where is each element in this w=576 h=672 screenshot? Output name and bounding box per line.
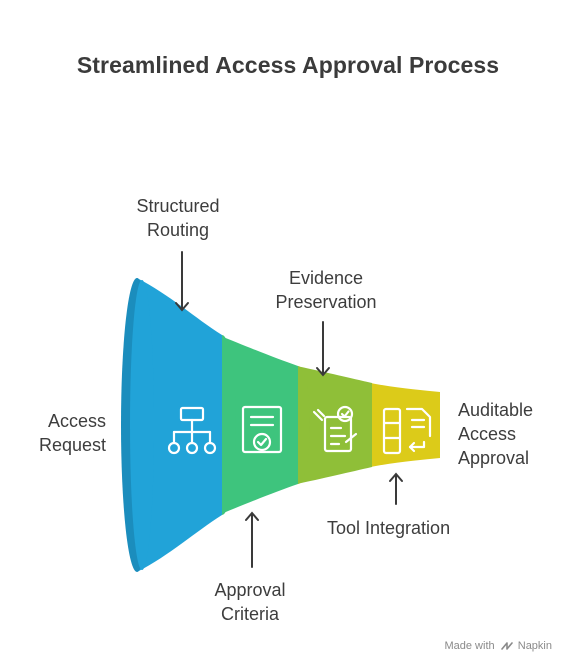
- funnel-segment-access-request: [121, 278, 222, 572]
- arrow-structured-routing: [175, 251, 189, 312]
- document-return-icon: [382, 407, 432, 455]
- label-approval-criteria: Approval Criteria: [214, 580, 286, 624]
- page-title: Streamlined Access Approval Process: [76, 52, 500, 78]
- arrow-tool-integration: [389, 472, 403, 505]
- arrow-evidence-preservation: [316, 321, 330, 377]
- label-auditable-access-approval: Auditable Access Approval: [458, 400, 534, 468]
- made-with-napkin-footer: Made with Napkin: [444, 640, 552, 652]
- hierarchy-icon: [167, 406, 217, 455]
- label-structured-routing: Structured Routing: [136, 196, 220, 240]
- checklist-icon: [312, 405, 358, 453]
- label-evidence-preservation: Evidence Preservation: [275, 268, 377, 312]
- certificate-icon: [241, 405, 283, 454]
- label-access-request: Access Request: [38, 411, 106, 455]
- napkin-brand: Napkin: [517, 639, 552, 652]
- made-with-text: Made with: [444, 639, 495, 652]
- napkin-logo-icon: [500, 642, 513, 650]
- label-tool-integration: Tool Integration: [327, 518, 451, 538]
- arrow-approval-criteria: [245, 511, 259, 568]
